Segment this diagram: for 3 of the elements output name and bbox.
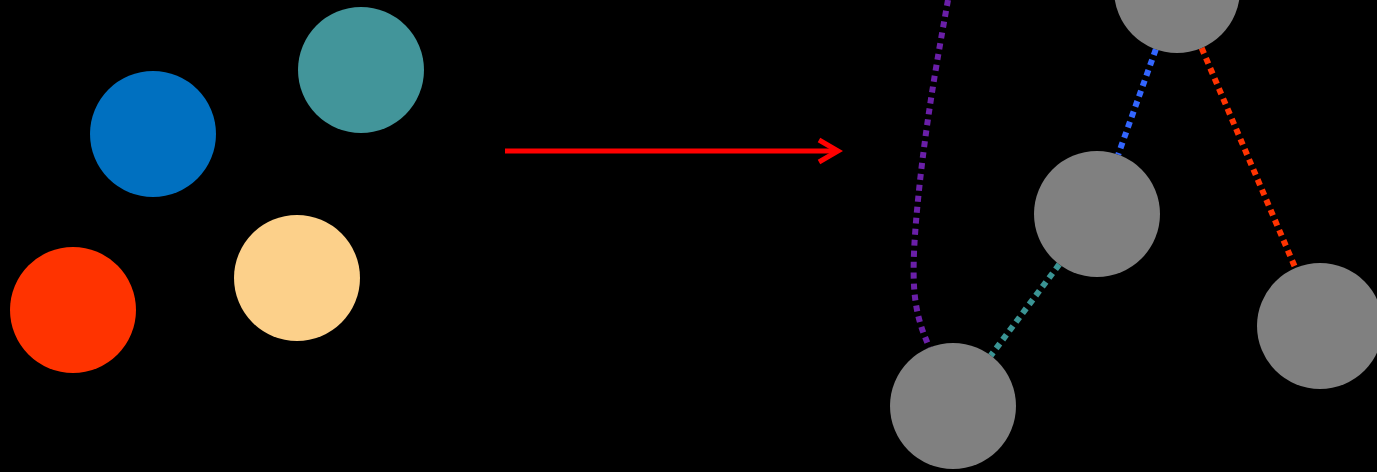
dotted-line — [1198, 46, 1299, 270]
dotted-line — [988, 262, 1062, 358]
dotted-line — [1115, 48, 1159, 156]
